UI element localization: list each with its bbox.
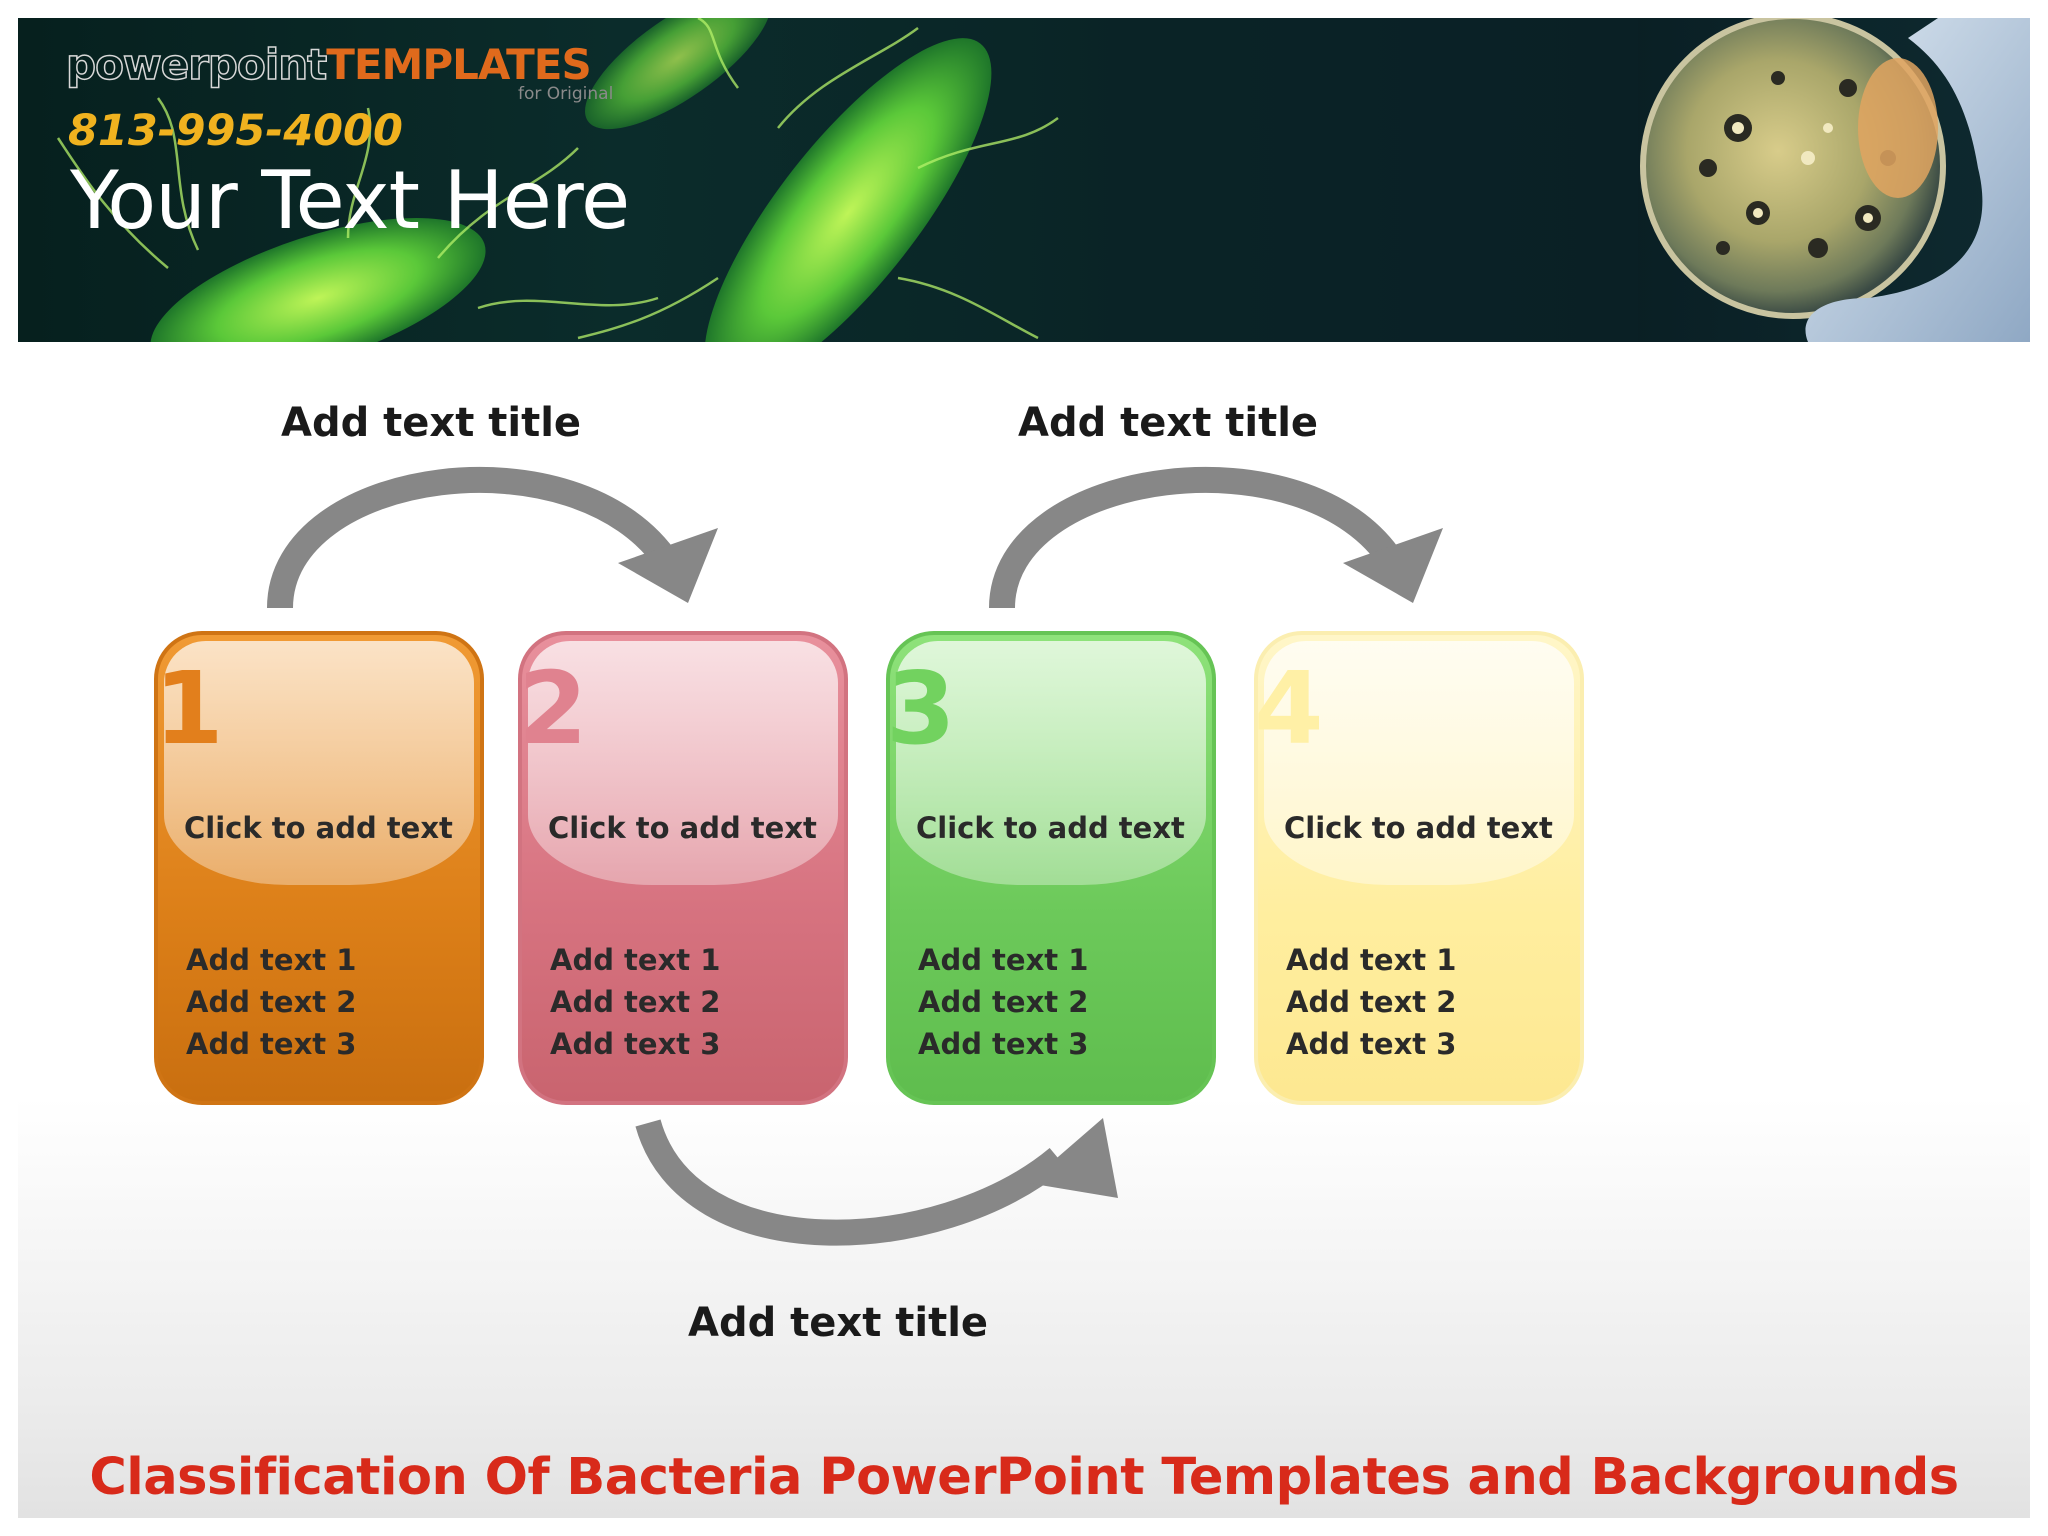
header-banner: powerpointTemplates for Original 813-995… [18, 18, 2030, 342]
card-text-list[interactable]: Add text 1 Add text 2 Add text 3 [550, 939, 720, 1065]
brand-logo: powerpointTemplates [65, 39, 591, 90]
card-heading[interactable]: Click to add text [548, 811, 817, 845]
card-text-list[interactable]: Add text 1 Add text 2 Add text 3 [1286, 939, 1456, 1065]
cycle-arrows [267, 467, 1443, 1246]
slide: powerpointTemplates for Original 813-995… [18, 18, 2030, 1518]
bacteria-rod-3 [585, 18, 771, 130]
card-heading[interactable]: Click to add text [916, 811, 1185, 845]
card-heading[interactable]: Click to add text [1284, 811, 1553, 845]
step-number: 4 [1254, 650, 1324, 767]
arrow-1-to-2-head [618, 528, 718, 603]
arrow-title-1[interactable]: Add text title [281, 400, 582, 446]
card-heading[interactable]: Click to add text [184, 811, 453, 845]
gloved-hand [1805, 18, 2030, 342]
card-text-line: Add text 3 [918, 1027, 1089, 1061]
card-text-line: Add text 1 [918, 943, 1089, 977]
card-text-line: Add text 2 [1286, 985, 1457, 1019]
card-gloss [164, 641, 474, 885]
phone-number: 813-995-4000 [68, 106, 403, 156]
card-text-line: Add text 3 [550, 1027, 721, 1061]
card-text-line: Add text 3 [186, 1027, 357, 1061]
step-card-3[interactable]: 3 Click to add text Add text 1 Add text … [886, 631, 1216, 1105]
step-card-2[interactable]: 2 Click to add text Add text 1 Add text … [518, 631, 848, 1105]
brand-tagline: for Original [518, 84, 614, 104]
arrow-2-to-3 [635, 1119, 1067, 1246]
banner-title[interactable]: Your Text Here [70, 154, 630, 247]
card-gloss [528, 641, 838, 885]
arrow-2-to-3-head [1028, 1118, 1118, 1198]
arrow-title-3[interactable]: Add text title [688, 1300, 989, 1346]
card-text-line: Add text 2 [918, 985, 1089, 1019]
card-text-list[interactable]: Add text 1 Add text 2 Add text 3 [186, 939, 356, 1065]
step-card-4[interactable]: 4 Click to add text Add text 1 Add text … [1254, 631, 1584, 1105]
card-gloss [896, 641, 1206, 885]
card-text-line: Add text 2 [550, 985, 721, 1019]
footer-title: Classification Of Bacteria PowerPoint Te… [89, 1448, 1959, 1507]
step-number: 2 [518, 650, 588, 767]
card-text-line: Add text 3 [1286, 1027, 1457, 1061]
arrow-3-to-4 [989, 467, 1404, 609]
bacteria-rod-2 [704, 38, 992, 342]
petri-dish [1640, 18, 1946, 319]
card-text-line: Add text 1 [1286, 943, 1457, 977]
card-text-line: Add text 1 [186, 943, 357, 977]
arrow-title-2[interactable]: Add text title [1018, 400, 1319, 446]
card-text-line: Add text 2 [186, 985, 357, 1019]
card-gloss [1264, 641, 1574, 885]
step-number: 1 [154, 650, 224, 767]
arrow-1-to-2 [267, 467, 679, 609]
arrow-3-to-4-head [1343, 528, 1443, 603]
bacteria-banner-image [56, 18, 2030, 342]
step-number: 3 [886, 650, 956, 767]
bacteria-rod-1 [150, 217, 486, 342]
step-card-1[interactable]: 1 Click to add text Add text 1 Add text … [154, 631, 484, 1105]
card-text-list[interactable]: Add text 1 Add text 2 Add text 3 [918, 939, 1088, 1065]
card-text-line: Add text 1 [550, 943, 721, 977]
